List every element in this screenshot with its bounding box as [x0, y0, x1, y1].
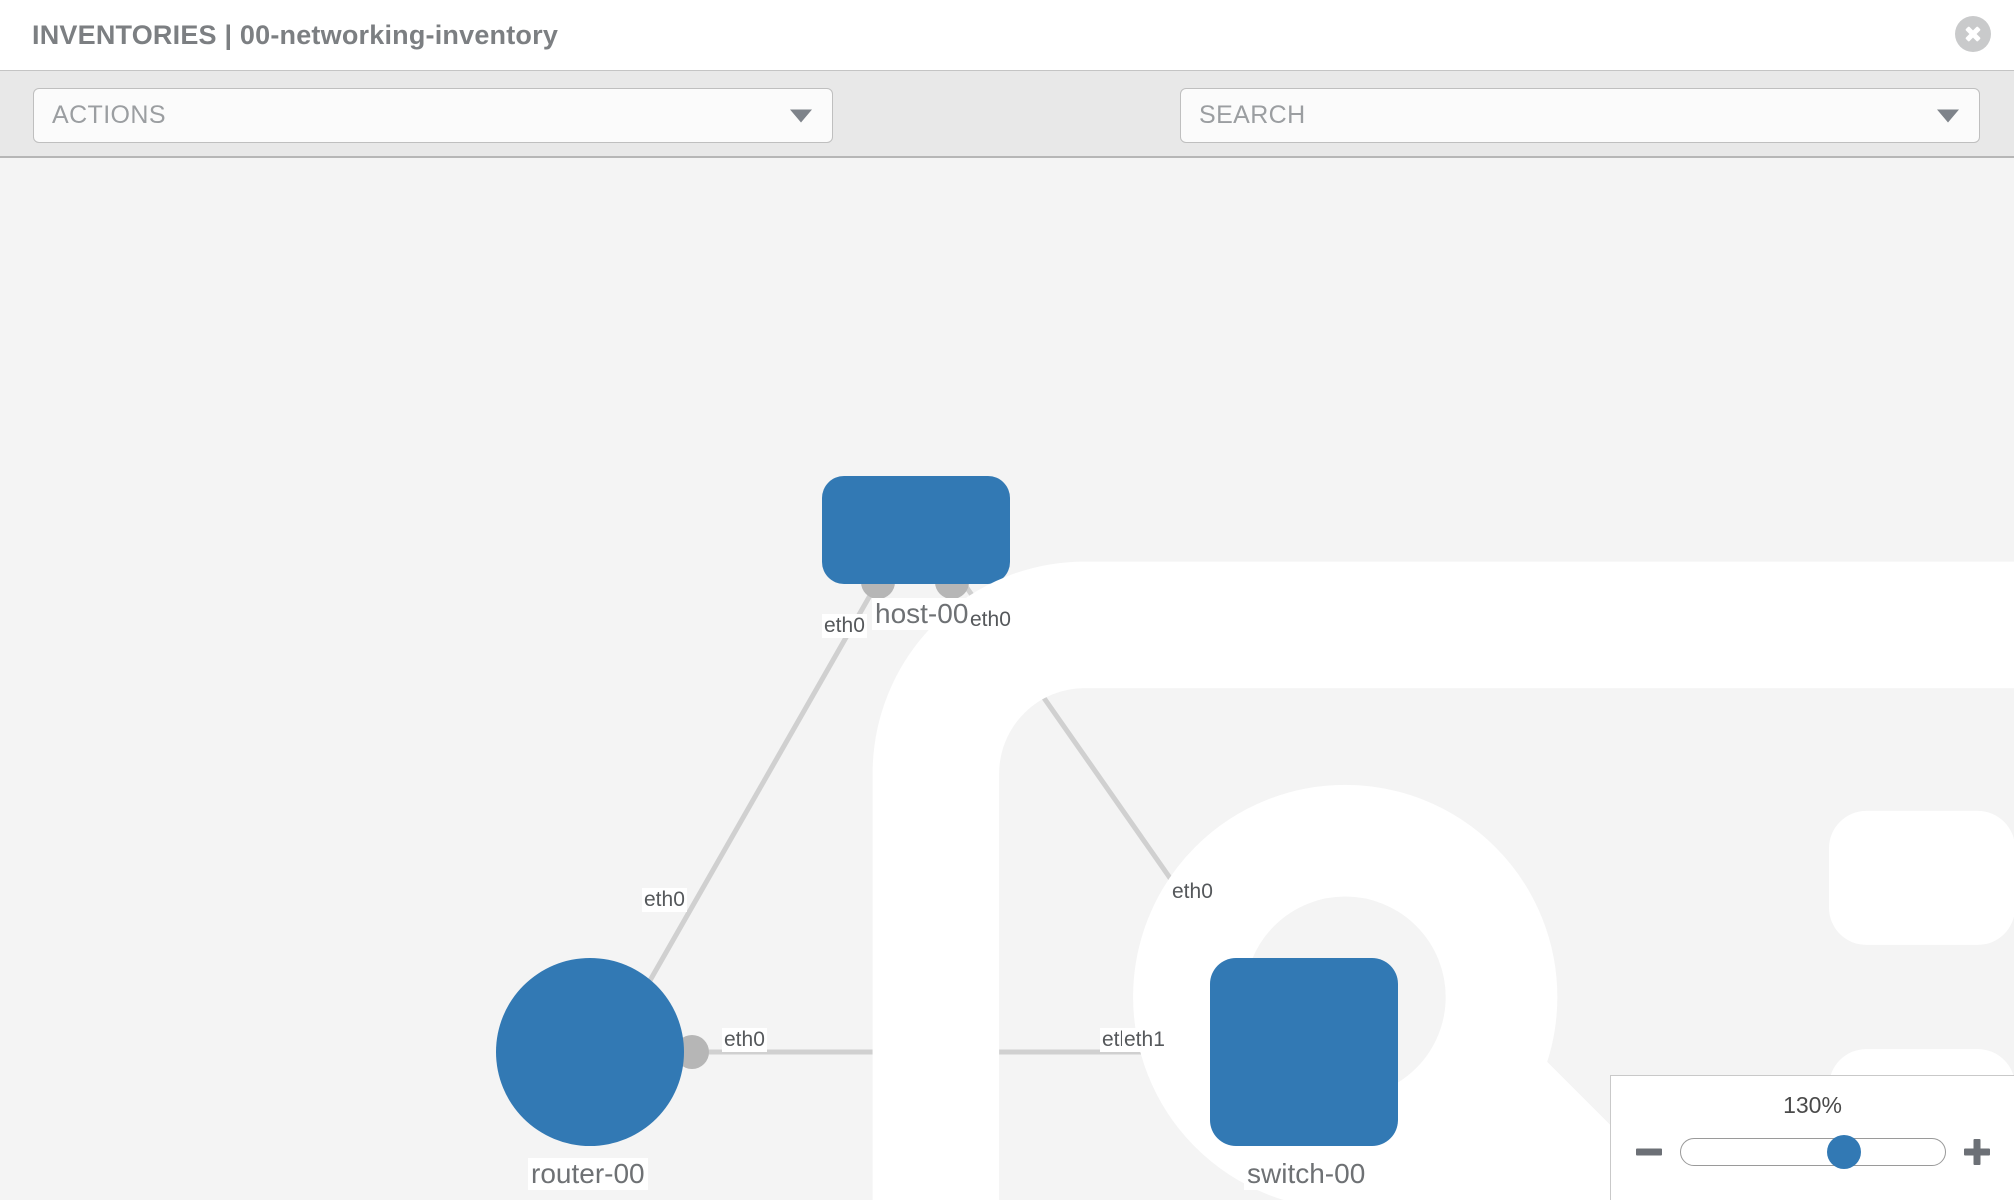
chevron-down-icon — [790, 109, 812, 122]
close-icon[interactable] — [1955, 16, 1991, 52]
zoom-slider-row — [1611, 1129, 2014, 1175]
zoom-control-panel: 130% — [1610, 1075, 2014, 1200]
zoom-level-value: 130% — [1783, 1092, 1842, 1118]
search-dropdown[interactable]: SEARCH — [1180, 88, 1980, 143]
actions-dropdown[interactable]: ACTIONS — [33, 88, 833, 143]
node-label-router: router-00 — [528, 1158, 648, 1191]
port-label-router-right: eth0 — [722, 1028, 767, 1053]
zoom-slider-track[interactable] — [1679, 1135, 1946, 1169]
zoom-slider-thumb[interactable] — [1827, 1135, 1862, 1169]
page-title: INVENTORIES | 00-networking-inventory — [32, 19, 559, 50]
node-label-switch: switch-00 — [1244, 1158, 1369, 1191]
node-label-host: host-00 — [872, 598, 972, 631]
topology-canvas[interactable]: host-00 eth0 eth0 router-00 eth0 eth0 — [0, 158, 2014, 1200]
topology-graph: host-00 eth0 eth0 router-00 eth0 eth0 — [0, 158, 2014, 1200]
zoom-in-button[interactable] — [1962, 1137, 1992, 1167]
toolbar: ACTIONS SEARCH — [0, 70, 2014, 203]
host-node-shape[interactable] — [822, 476, 2014, 1200]
actions-dropdown-label: ACTIONS — [52, 101, 166, 129]
port-label-router-uplink: eth0 — [642, 888, 687, 913]
link-host-router — [637, 575, 883, 1001]
switch-node-shape[interactable] — [1210, 958, 2014, 1200]
page-header: INVENTORIES | 00-networking-inventory — [0, 0, 2014, 70]
port-label-host-left: eth0 — [822, 614, 867, 639]
search-placeholder: SEARCH — [1199, 101, 1306, 129]
port-label-switch-uplink: eth0 — [1170, 880, 1215, 905]
port-label-switch-left-b: eth1 — [1122, 1028, 1167, 1053]
zoom-out-button[interactable] — [1634, 1137, 1664, 1167]
port-label-host-right: eth0 — [968, 608, 1013, 633]
router-arrows-icon — [1326, 1038, 1680, 1200]
chevron-down-icon — [1937, 109, 1959, 122]
router-node-shape[interactable] — [496, 958, 1680, 1200]
